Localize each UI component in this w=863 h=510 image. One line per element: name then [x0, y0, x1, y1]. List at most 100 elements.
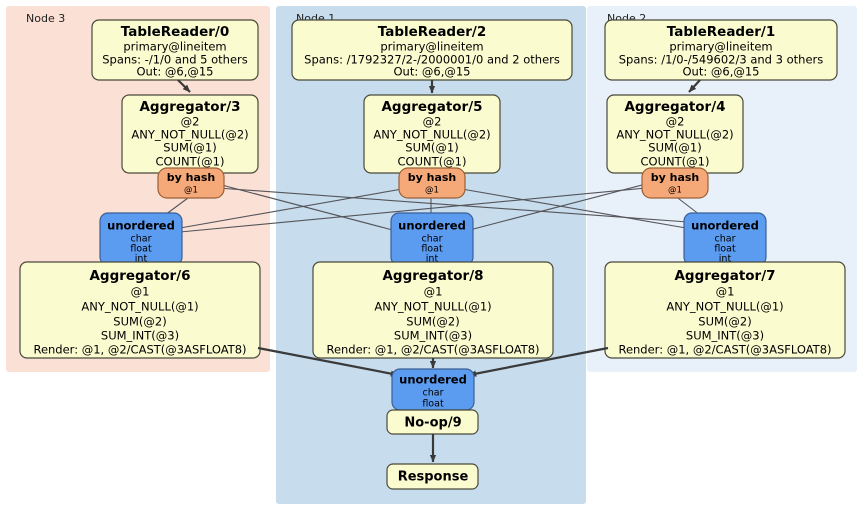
aggregator3-line-3: COUNT(@1): [156, 155, 225, 169]
aggregator8-title: Aggregator/8: [382, 268, 483, 284]
node-aggregator6[interactable]: Aggregator/6 @1 ANY_NOT_NULL(@1) SUM(@2)…: [19, 261, 261, 359]
tablereader0-title: TableReader/0: [121, 24, 230, 40]
aggregator3-line-2: SUM(@1): [163, 141, 216, 155]
edge-tablereader0-to-aggregator3: [177, 79, 191, 93]
node-aggregator7[interactable]: Aggregator/7 @1 ANY_NOT_NULL(@1) SUM(@2)…: [604, 261, 846, 359]
aggregator3-title: Aggregator/3: [139, 99, 240, 115]
stream-unordered-node1[interactable]: unordered char float int: [390, 212, 474, 266]
edge-hashR-to-unordC: [461, 183, 647, 233]
byhash-right-sub: @1: [668, 186, 682, 196]
router-byhash-node1[interactable]: by hash @1: [398, 167, 466, 199]
aggregator6-line-0: @1: [131, 285, 150, 299]
node-aggregator4[interactable]: Aggregator/4 @2 ANY_NOT_NULL(@2) SUM(@1)…: [606, 94, 744, 174]
aggregator3-line-0: @2: [181, 115, 200, 129]
aggregator7-title: Aggregator/7: [674, 268, 775, 284]
node-tablereader1[interactable]: TableReader/1 primary@lineitem Spans: /1…: [604, 19, 838, 81]
byhash-left-title: by hash: [167, 171, 216, 184]
panel-node3-label: Node 3: [26, 12, 65, 25]
edge-aggregator6-to-final: [257, 346, 399, 377]
edge-hashL-to-unordC: [217, 183, 401, 233]
aggregator5-line-0: @2: [423, 115, 442, 129]
edge-hashC-to-unordR: [455, 187, 687, 229]
unordered-right-title: unordered: [691, 219, 759, 233]
unordered-center-title: unordered: [398, 219, 466, 233]
edge-aggregator7-to-final: [468, 346, 609, 377]
aggregator8-line-2: SUM(@2): [406, 315, 459, 329]
stream-unordered-final[interactable]: unordered char float: [391, 368, 475, 411]
unordered-center-type-0: char: [422, 234, 443, 245]
node-aggregator3[interactable]: Aggregator/3 @2 ANY_NOT_NULL(@2) SUM(@1)…: [121, 94, 259, 174]
unordered-center-type-2: int: [426, 254, 439, 265]
aggregator8-line-3: SUM_INT(@3): [394, 329, 472, 343]
tablereader2-line-2: Out: @6,@15: [394, 65, 471, 79]
node-noop9[interactable]: No-op/9: [386, 409, 479, 435]
aggregator6-title: Aggregator/6: [89, 268, 190, 284]
aggregator7-line-3: SUM_INT(@3): [686, 329, 764, 343]
unordered-left-type-2: int: [135, 254, 148, 265]
node-tablereader0[interactable]: TableReader/0 primary@lineitem Spans: -/…: [91, 19, 259, 81]
final-merge-edges: [257, 346, 609, 377]
aggregator8-line-0: @1: [424, 285, 443, 299]
aggregator5-line-3: COUNT(@1): [398, 155, 467, 169]
unordered-final-type-0: char: [423, 388, 444, 399]
unordered-left-type-1: float: [130, 244, 152, 255]
node-aggregator5[interactable]: Aggregator/5 @2 ANY_NOT_NULL(@2) SUM(@1)…: [363, 94, 501, 174]
unordered-final-title: unordered: [399, 373, 467, 387]
unordered-right-type-1: float: [714, 244, 736, 255]
aggregator8-line-1: ANY_NOT_NULL(@1): [374, 300, 491, 314]
tablereader0-line-1: Spans: -/1/0 and 5 others: [102, 53, 248, 67]
byhash-center-sub: @1: [425, 186, 439, 196]
aggregator4-line-0: @2: [666, 115, 685, 129]
aggregator8-line-4: Render: @1, @2/CAST(@3ASFLOAT8): [326, 343, 539, 357]
unordered-final-type-1: float: [422, 399, 444, 410]
unordered-right-type-2: int: [719, 254, 732, 265]
noop9-title: No-op/9: [404, 416, 461, 431]
tablereader1-line-2: Out: @6,@15: [683, 65, 760, 79]
tablereader1-line-1: Spans: /1/0-/549602/3 and 3 others: [619, 53, 824, 67]
router-byhash-node3[interactable]: by hash @1: [157, 167, 225, 199]
aggregator4-line-1: ANY_NOT_NULL(@2): [616, 128, 733, 142]
edge-tablereader1-to-aggregator4: [688, 79, 701, 93]
tablereader2-line-0: primary@lineitem: [380, 40, 483, 54]
byhash-left-sub: @1: [184, 186, 198, 196]
aggregator7-line-0: @1: [716, 285, 735, 299]
aggregator6-line-2: SUM(@2): [113, 315, 166, 329]
edge-hashC-to-unordL: [179, 187, 409, 229]
tablereader1-title: TableReader/1: [667, 24, 776, 40]
tablereader0-line-0: primary@lineitem: [123, 40, 226, 54]
tablereader2-title: TableReader/2: [378, 24, 487, 40]
unordered-left-type-0: char: [131, 234, 152, 245]
aggregator5-line-1: ANY_NOT_NULL(@2): [373, 128, 490, 142]
stream-unordered-node3[interactable]: unordered char float int: [99, 212, 183, 266]
stream-unordered-node2[interactable]: unordered char float int: [683, 212, 767, 266]
aggregator7-line-2: SUM(@2): [698, 315, 751, 329]
aggregator6-line-1: ANY_NOT_NULL(@1): [81, 300, 198, 314]
aggregator3-line-1: ANY_NOT_NULL(@2): [131, 128, 248, 142]
aggregator4-line-3: COUNT(@1): [641, 155, 710, 169]
tablereader0-line-2: Out: @6,@15: [137, 65, 214, 79]
unordered-right-type-0: char: [715, 234, 736, 245]
aggregator6-line-3: SUM_INT(@3): [101, 329, 179, 343]
aggregator7-line-1: ANY_NOT_NULL(@1): [666, 300, 783, 314]
aggregator6-line-4: Render: @1, @2/CAST(@3ASFLOAT8): [33, 343, 246, 357]
aggregator5-line-2: SUM(@1): [405, 141, 458, 155]
tablereader2-line-1: Spans: /1792327/2-/2000001/0 and 2 other…: [304, 53, 560, 67]
aggregator7-line-4: Render: @1, @2/CAST(@3ASFLOAT8): [618, 343, 831, 357]
aggregator5-title: Aggregator/5: [381, 99, 482, 115]
aggregator4-line-2: SUM(@1): [648, 141, 701, 155]
node-aggregator8[interactable]: Aggregator/8 @1 ANY_NOT_NULL(@1) SUM(@2)…: [312, 261, 554, 359]
byhash-right-title: by hash: [651, 171, 700, 184]
tablereader1-line-0: primary@lineitem: [669, 40, 772, 54]
unordered-left-title: unordered: [107, 219, 175, 233]
aggregator4-title: Aggregator/4: [624, 99, 725, 115]
node-response[interactable]: Response: [386, 463, 479, 490]
router-to-stream-edges: [164, 183, 701, 233]
router-byhash-node2[interactable]: by hash @1: [641, 167, 709, 199]
edge-hashL-to-unordR: [217, 187, 689, 223]
unordered-center-type-1: float: [421, 244, 443, 255]
node-tablereader2[interactable]: TableReader/2 primary@lineitem Spans: /1…: [291, 19, 573, 81]
byhash-center-title: by hash: [408, 171, 457, 184]
edge-hashR-to-unordL: [179, 187, 647, 233]
